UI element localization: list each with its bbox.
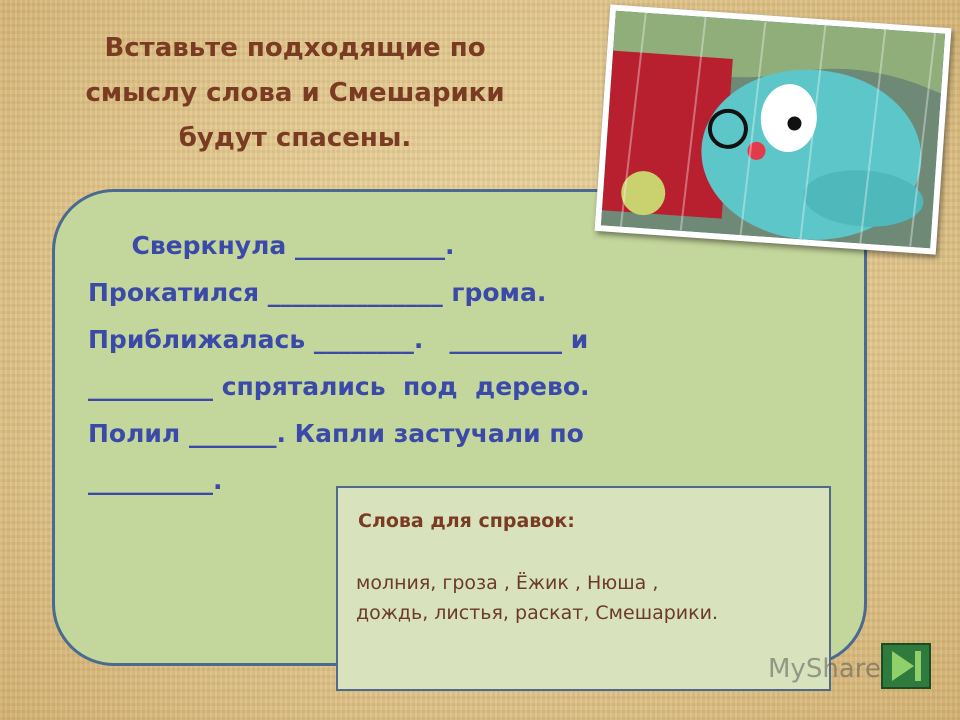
story-line-5: Полил _______. Капли застучали по: [88, 419, 584, 448]
story-line-2: Прокатился ______________ грома.: [88, 278, 547, 307]
story-line-3: Приближалась ________. _________ и: [88, 325, 589, 354]
next-slide-button[interactable]: [881, 643, 931, 689]
story-line-4: __________ спрятались под дерево.: [88, 372, 590, 401]
story-text: Сверкнула ____________. Прокатился _____…: [88, 222, 788, 504]
cartoon-illustration: [600, 10, 946, 249]
title-line-1: Вставьте подходящие по: [104, 33, 486, 63]
story-line-6: __________.: [88, 466, 223, 495]
story-line-1: Сверкнула ____________.: [88, 231, 455, 260]
reference-line-1: молния, гроза , Ёжик , Нюша ,: [356, 572, 659, 594]
watermark: MyShared: [768, 654, 898, 684]
smeshariki-picture: [594, 4, 952, 255]
title-line-2: смыслу слова и Смешарики: [85, 78, 505, 108]
title-line-3: будут спасены.: [178, 123, 412, 153]
reference-title: Слова для справок:: [358, 510, 575, 532]
play-next-icon: [892, 651, 921, 681]
slide-title: Вставьте подходящие по смыслу слова и См…: [40, 26, 550, 161]
reference-box: Слова для справок: молния, гроза , Ёжик …: [336, 486, 831, 691]
reference-line-2: дождь, листья, раскат, Смешарики.: [356, 602, 719, 624]
reference-words: молния, гроза , Ёжик , Нюша , дождь, лис…: [356, 568, 826, 628]
